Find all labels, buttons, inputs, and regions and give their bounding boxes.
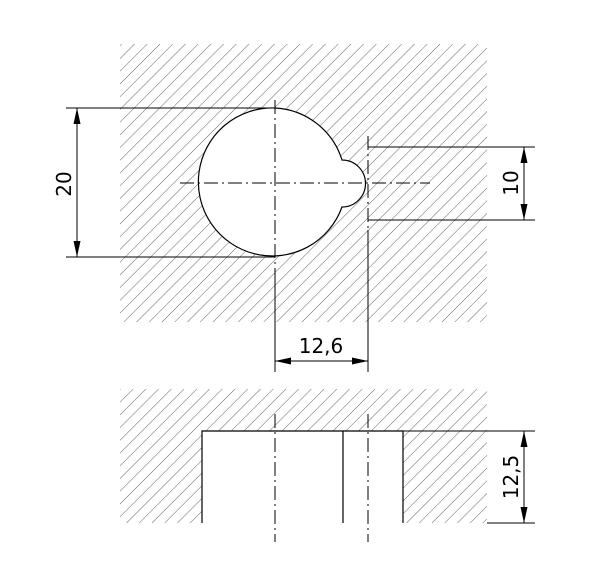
section-view-hatched-body	[120, 389, 487, 523]
keyhole-contour	[197, 107, 367, 257]
top-view-hatched-body	[120, 44, 487, 322]
pocket-outline	[201, 430, 404, 523]
dimension-label-12-5: 12,5	[499, 455, 523, 500]
dimension-label-10: 10	[499, 170, 523, 195]
dimension-label-12-6: 12,6	[299, 334, 344, 358]
dimension-small-diameter: 10	[368, 146, 535, 221]
dimension-large-diameter: 20	[52, 107, 275, 258]
dimension-label-20: 20	[52, 171, 76, 196]
dimension-center-distance: 12,6	[274, 230, 369, 372]
section-view	[120, 389, 487, 542]
top-view	[120, 44, 487, 322]
dimension-depth: 12,5	[403, 430, 535, 524]
